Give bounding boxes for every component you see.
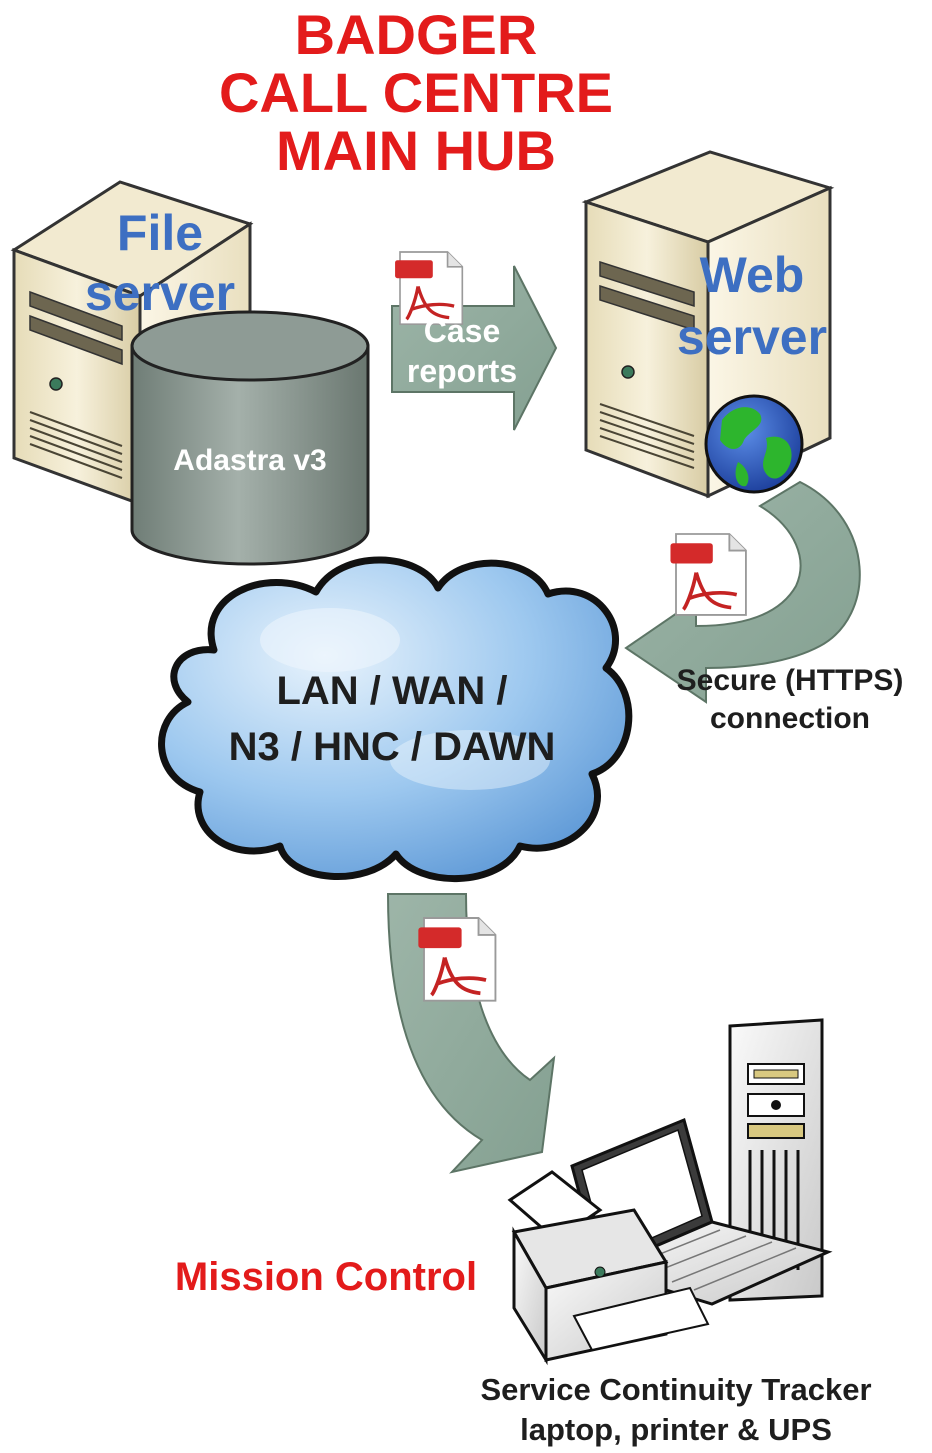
file-server-label-line-1: File bbox=[117, 205, 203, 261]
mission-control-label: Mission Control bbox=[175, 1255, 477, 1299]
device-caption-line-1: Service Continuity Tracker bbox=[480, 1372, 871, 1407]
pdf-icon bbox=[416, 916, 498, 1003]
title-line-1: BADGER bbox=[295, 3, 538, 66]
file-server-label-line-2: server bbox=[85, 265, 235, 321]
globe-icon bbox=[704, 394, 804, 494]
case-reports-label-line-1: Case bbox=[424, 313, 501, 349]
database-icon bbox=[130, 310, 370, 566]
printer-icon bbox=[507, 1170, 710, 1366]
network-cloud-label-line-2: N3 / HNC / DAWN bbox=[229, 725, 556, 769]
web-server-label-line-1: Web bbox=[700, 247, 805, 303]
database-label: Adastra v3 bbox=[173, 444, 326, 477]
title-line-3: MAIN HUB bbox=[276, 119, 556, 182]
ups-icon bbox=[728, 1018, 824, 1302]
secure-connection-label-line-2: connection bbox=[710, 702, 870, 735]
secure-connection-label-line-1: Secure (HTTPS) bbox=[677, 664, 904, 697]
secure-connection-arrow bbox=[624, 480, 861, 704]
web-server-icon bbox=[581, 150, 835, 499]
case-reports-label-line-2: reports bbox=[407, 353, 517, 389]
pdf-icon bbox=[668, 532, 748, 617]
web-server-label-line-2: server bbox=[677, 309, 827, 365]
title-line-2: CALL CENTRE bbox=[219, 61, 613, 124]
network-cloud-icon bbox=[158, 556, 633, 882]
device-caption-line-2: laptop, printer & UPS bbox=[520, 1412, 832, 1447]
network-cloud-label-line-1: LAN / WAN / bbox=[276, 669, 507, 713]
